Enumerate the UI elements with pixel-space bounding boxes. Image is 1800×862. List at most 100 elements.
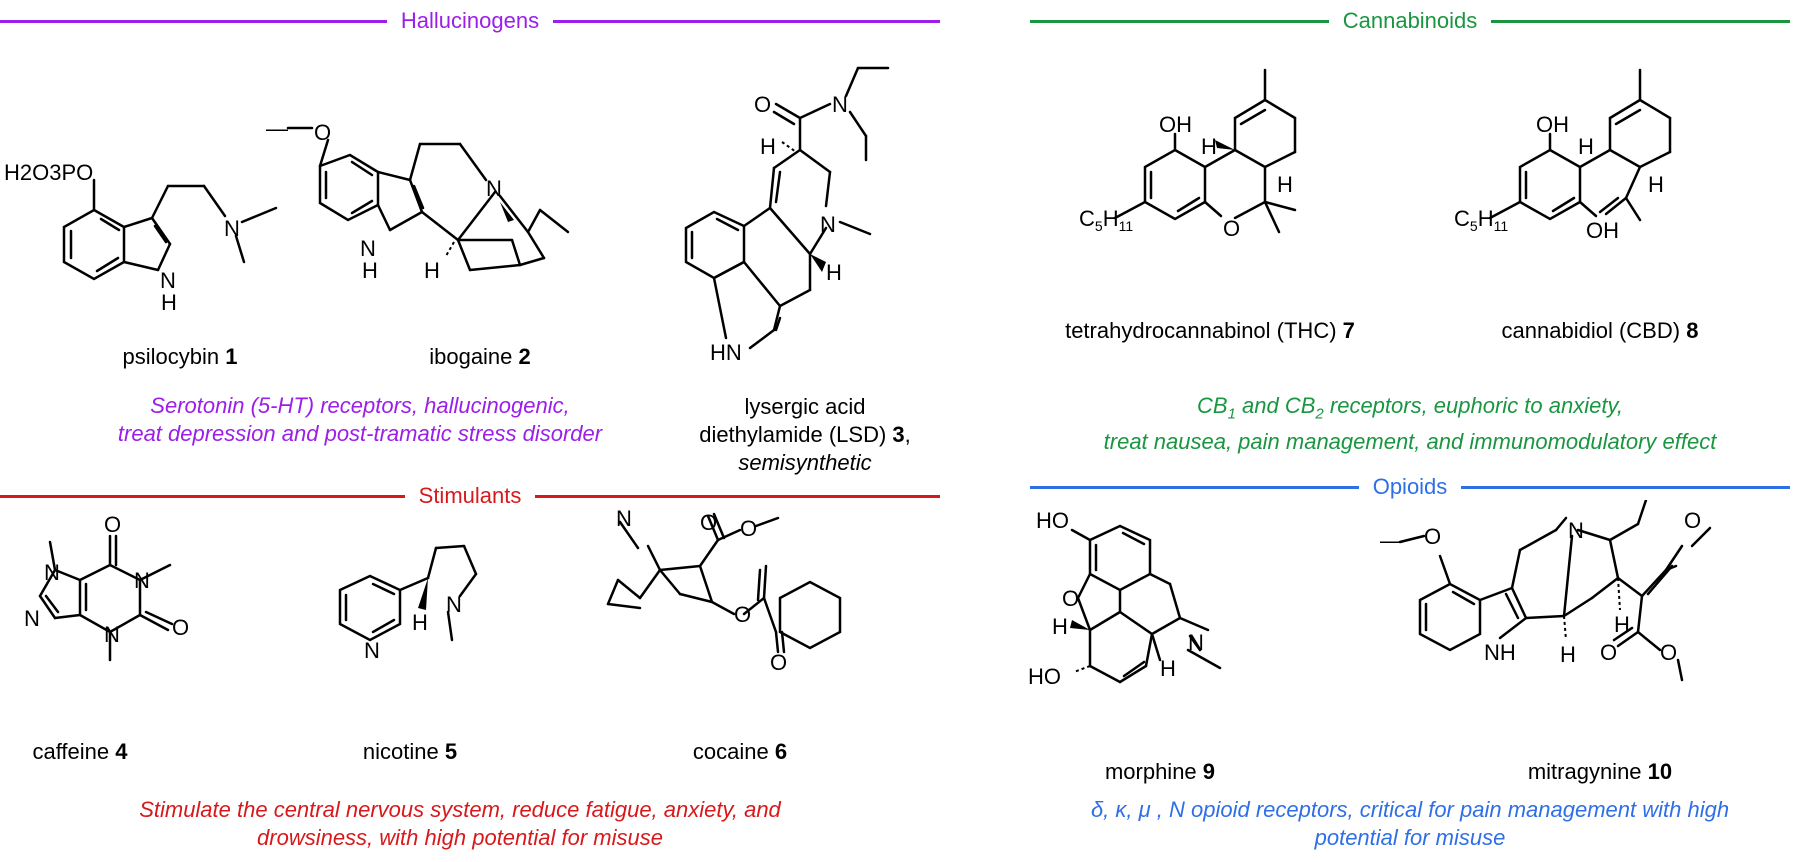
atom-label: H2O3PO [4, 160, 93, 185]
caffeine-structure: O O N N N N [24, 512, 189, 662]
atom-label: H [1648, 172, 1664, 197]
atom-label: O [104, 512, 121, 537]
atom-label: N [224, 216, 240, 241]
atom-label: — [1380, 528, 1402, 553]
atom-label: OH [1536, 112, 1569, 137]
atom-label: O [770, 650, 787, 675]
compound-label-caffeine: caffeine 4 [32, 739, 128, 764]
header-rule [1030, 19, 1329, 23]
atom-label: O [700, 510, 717, 535]
cannabinoids-title: Cannabinoids [1342, 8, 1478, 33]
atom-label: H [826, 260, 842, 285]
atom-label: N [24, 606, 40, 631]
atom-label: H [1614, 612, 1630, 637]
header-rule [1491, 19, 1791, 23]
compound-note: semisynthetic [738, 450, 872, 475]
atom-label: O [1660, 640, 1677, 665]
compound-label-thc: tetrahydrocannabinol (THC) 7 [1065, 318, 1355, 343]
compound-label-ibogaine: ibogaine 2 [429, 344, 531, 369]
mitragynine-structure: — O N NH H H O O O [1380, 500, 1712, 682]
compound-name-line: lysergic acid [744, 394, 866, 419]
description-line: treat depression and post-tramatic stres… [117, 421, 603, 446]
atom-label: OH [1159, 112, 1192, 137]
compound-label-lsd: lysergic acid diethylamide (LSD) 3, semi… [690, 393, 920, 477]
atom-label: OH [1586, 218, 1619, 243]
ibogaine-structure: — O N H N H [266, 116, 570, 283]
atom-label: HO [1028, 664, 1061, 689]
atom-label: H [1160, 656, 1176, 681]
psilocybin-structure: H2O3PO N N H [4, 160, 278, 315]
atom-label: N [1188, 630, 1204, 655]
atom-label: H [1560, 642, 1576, 667]
atom-label: O [1684, 508, 1701, 533]
compound-label-cbd: cannabidiol (CBD) 8 [1501, 318, 1699, 343]
compound-label-morphine: morphine 9 [1104, 759, 1216, 784]
cannabinoids-header: Cannabinoids [1030, 6, 1791, 36]
atom-label: H [362, 258, 378, 283]
atom-label: H [1277, 172, 1293, 197]
atom-label: N [820, 212, 836, 237]
atom-label: H [1201, 134, 1217, 159]
hallucinogens-description: Serotonin (5-HT) receptors, hallucinogen… [60, 392, 660, 448]
atom-label: O [1424, 524, 1441, 549]
atom-label: H [760, 134, 776, 159]
header-rule [0, 19, 387, 23]
atom-label: N [616, 510, 632, 531]
compound-name-line: diethylamide (LSD) 3, [699, 422, 911, 447]
compound-label-nicotine: nicotine 5 [362, 739, 458, 764]
atom-label: H [1578, 134, 1594, 159]
atom-label: N [832, 92, 848, 117]
atom-label: O [1600, 640, 1617, 665]
atom-label: — [266, 116, 288, 141]
description-line: Serotonin (5-HT) receptors, hallucinogen… [150, 393, 570, 418]
atom-label: C5H11 [1454, 206, 1508, 234]
compound-label-mitragynine: mitragynine 10 [1527, 759, 1673, 784]
header-rule [1030, 485, 1359, 489]
header-rule [535, 494, 940, 498]
morphine-structure: HO O N H H HO [1028, 508, 1222, 689]
description-line: CB1 and CB2 receptors, euphoric to anxie… [1197, 393, 1623, 423]
atom-label: O [1062, 586, 1079, 611]
header-rule [0, 494, 405, 498]
atom-label: N [134, 568, 150, 593]
header-rule [1461, 485, 1790, 489]
atom-label: H [1052, 614, 1068, 639]
cbd-structure: OH OH H H C5H11 [1454, 68, 1672, 243]
atom-label: H [424, 258, 440, 283]
compound-label-psilocybin: psilocybin 1 [122, 344, 238, 369]
atom-label: N [364, 638, 380, 663]
hallucinogens-title: Hallucinogens [400, 8, 540, 33]
atom-label: N [104, 622, 120, 647]
nicotine-structure: N N H [338, 544, 478, 663]
cocaine-structure: N O O O O [606, 510, 842, 675]
description-line: δ, κ, μ , N opioid receptors, critical f… [1090, 797, 1730, 822]
atom-label: N [1568, 518, 1584, 543]
stimulants-header: Stimulants [0, 481, 940, 511]
description-line: Stimulate the central nervous system, re… [139, 797, 781, 822]
atom-label: O [754, 92, 771, 117]
atom-label: HO [1036, 508, 1069, 533]
atom-label: H [412, 610, 428, 635]
cannabinoids-description: CB1 and CB2 receptors, euphoric to anxie… [1030, 392, 1790, 456]
atom-label: O [734, 602, 751, 627]
description-line: treat nausea, pain management, and immun… [1103, 429, 1717, 455]
opioids-header: Opioids [1030, 472, 1790, 502]
stimulants-title: Stimulants [418, 483, 522, 508]
description-line: potential for misuse [1314, 825, 1506, 850]
atom-label: H [161, 290, 177, 315]
atom-label: O [740, 516, 757, 541]
atom-label: C5H11 [1079, 206, 1133, 234]
opioids-description: δ, κ, μ , N opioid receptors, critical f… [1020, 796, 1800, 852]
hallucinogens-header: Hallucinogens [0, 6, 941, 36]
lsd-structure: O N H N H HN [684, 66, 890, 365]
opioids-title: Opioids [1372, 474, 1448, 499]
atom-label: N [160, 268, 176, 293]
atom-label: O [172, 615, 189, 640]
atom-label: N [446, 592, 462, 617]
atom-label: HN [710, 340, 742, 365]
description-line: drowsiness, with high potential for misu… [257, 825, 663, 850]
atom-label: O [1223, 216, 1240, 241]
header-rule [553, 19, 941, 23]
atom-label: NH [1484, 640, 1516, 665]
atom-label: O [314, 120, 331, 145]
